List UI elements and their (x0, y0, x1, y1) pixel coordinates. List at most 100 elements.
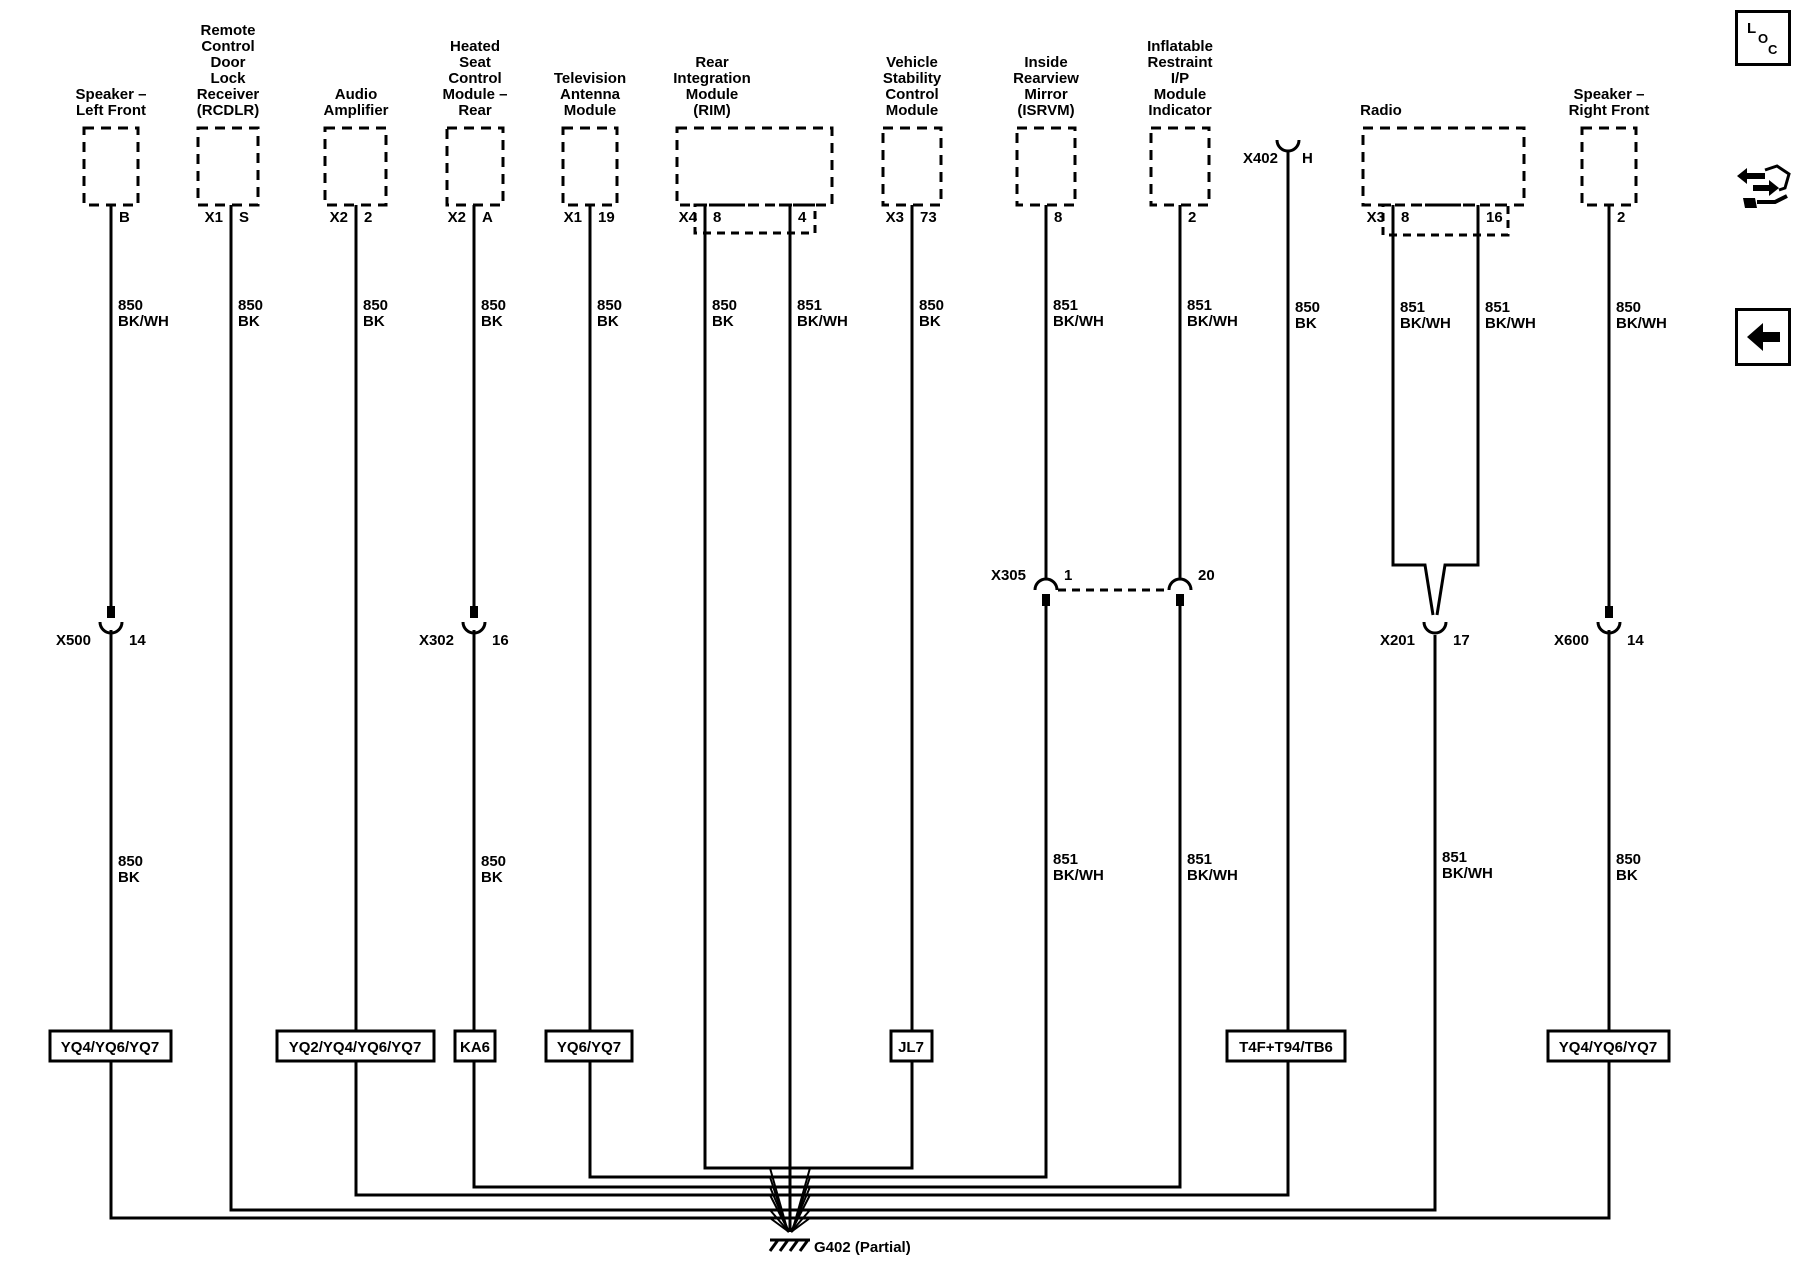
wire-rim-850[interactable] (703, 205, 790, 1170)
wire-speaker-right-front-lower[interactable] (790, 630, 1611, 1220)
wire-circuit-label-lower-4: 851 (1187, 851, 1212, 868)
wire-color-label-upper-14: BK/WH (1616, 315, 1667, 332)
component-box-isrvm[interactable] (1015, 126, 1077, 207)
wire-circuit-label-upper-8: 850 (919, 297, 944, 314)
component-label-rim-line-3[interactable]: Module (686, 86, 739, 103)
wire-irim-lower[interactable] (790, 598, 1182, 1189)
component-label-rcdlr-line-1[interactable]: Remote (200, 22, 255, 39)
component-label-hscm-line-2[interactable]: Seat (459, 54, 491, 71)
component-label-rim-line-4[interactable]: (RIM) (693, 102, 731, 119)
component-label-irim-line-4[interactable]: Module (1154, 86, 1207, 103)
component-label-isrvm-line-4[interactable]: (ISRVM) (1017, 102, 1074, 119)
wire-circuit-label-upper-6: 850 (712, 297, 737, 314)
wire-radio-8[interactable] (1391, 205, 1435, 616)
component-box-irim[interactable] (1149, 126, 1211, 207)
wire-circuit-label-upper-1: 850 (118, 297, 143, 314)
component-label-amp-line-2[interactable]: Amplifier (323, 102, 388, 119)
component-label-spk_rf-line-1[interactable]: Speaker – (1574, 86, 1645, 103)
component-label-rcdlr-line-2[interactable]: Control (201, 38, 254, 55)
location-view-button[interactable]: L O C (1735, 10, 1791, 66)
component-label-irim-line-5[interactable]: Indicator (1148, 102, 1212, 119)
connector-label-3: X2 (330, 209, 348, 226)
ground-splice-fan (769, 1167, 811, 1233)
component-box-speaker-left-front[interactable] (82, 126, 140, 207)
pin-label-12: 16 (1486, 209, 1503, 226)
component-box-rim[interactable] (675, 126, 834, 207)
wire-television-antenna[interactable] (588, 205, 790, 1179)
component-label-rim-line-2[interactable]: Integration (673, 70, 751, 87)
component-label-tam-line-2[interactable]: Antenna (560, 86, 621, 103)
connector-label-2: X1 (205, 209, 223, 226)
component-label-vscm-line-2[interactable]: Stability (883, 70, 942, 87)
wire-circuit-label-lower-2: 850 (481, 853, 506, 870)
component-box-rcdlr[interactable] (196, 126, 260, 207)
wire-circuit-label-upper-11: 850 (1295, 299, 1320, 316)
wire-audio-amplifier[interactable] (354, 205, 790, 1197)
option-label-1: YQ4/YQ6/YQ7 (61, 1039, 159, 1056)
component-box-radio[interactable] (1361, 126, 1526, 207)
component-box-audio-amplifier[interactable] (323, 126, 388, 207)
component-box-speaker-right-front[interactable] (1580, 126, 1638, 207)
component-label-irim-line-1[interactable]: Inflatable (1147, 38, 1213, 55)
component-label-hscm-line-3[interactable]: Control (448, 70, 501, 87)
component-label-isrvm-line-2[interactable]: Rearview (1013, 70, 1079, 87)
component-label-rcdlr-line-5[interactable]: Receiver (197, 86, 260, 103)
wire-isrvm-lower[interactable] (790, 598, 1048, 1179)
wire-heated-seat-lower[interactable] (472, 630, 790, 1189)
back-button[interactable] (1735, 308, 1791, 366)
pin-label-7: 4 (798, 209, 807, 226)
connector-label-11: X3 (1367, 209, 1385, 226)
wire-speaker-left-front-lower[interactable] (109, 630, 790, 1220)
plug-stub-x500 (107, 606, 115, 618)
inline-connector-label-1: X500 (56, 632, 91, 649)
pin-label-1: B (119, 209, 130, 226)
connector-x402-symbol (1275, 139, 1301, 153)
component-label-irim-line-2[interactable]: Restraint (1147, 54, 1212, 71)
pin-label-5: 19 (598, 209, 615, 226)
component-label-hscm-line-4[interactable]: Module – (442, 86, 507, 103)
wire-color-label-lower-1: BK (118, 869, 140, 886)
option-label-7: YQ4/YQ6/YQ7 (1559, 1039, 1657, 1056)
component-label-spk_lf-line-2[interactable]: Left Front (76, 102, 146, 119)
wire-color-label-upper-5: BK (597, 313, 619, 330)
back-arrow-icon (1747, 323, 1780, 351)
component-label-hscm-line-1[interactable]: Heated (450, 38, 500, 55)
inline-connector-label-2: X302 (419, 632, 454, 649)
connector-x302-symbol (461, 621, 487, 635)
component-label-vscm-line-1[interactable]: Vehicle (886, 54, 938, 71)
component-box-television-antenna-module[interactable] (561, 126, 619, 207)
inline-connector-label-6: X600 (1554, 632, 1589, 649)
inline-pin-label-4: 20 (1198, 567, 1215, 584)
component-label-spk_rf-line-2[interactable]: Right Front (1569, 102, 1650, 119)
wire-vscm[interactable] (790, 205, 914, 1170)
component-label-irim-line-3[interactable]: I/P (1171, 70, 1189, 87)
wire-radio-lower[interactable] (790, 635, 1437, 1212)
component-label-vscm-line-3[interactable]: Control (885, 86, 938, 103)
wire-color-label-upper-13: BK/WH (1485, 315, 1536, 332)
component-label-isrvm-line-3[interactable]: Mirror (1024, 86, 1068, 103)
component-box-vscm[interactable] (881, 126, 943, 207)
component-label-tam-line-1[interactable]: Television (554, 70, 626, 87)
component-label-rim-line-1[interactable]: Rear (695, 54, 729, 71)
component-label-spk_lf-line-1[interactable]: Speaker – (76, 86, 147, 103)
component-label-hscm-line-5[interactable]: Rear (458, 102, 492, 119)
wire-color-label-lower-5: BK/WH (1442, 865, 1493, 882)
component-label-vscm-line-4[interactable]: Module (886, 102, 939, 119)
component-label-rcdlr-line-6[interactable]: (RCDLR) (197, 102, 259, 119)
component-label-rcdlr-line-4[interactable]: Lock (210, 70, 246, 87)
wire-circuit-label-upper-7: 851 (797, 297, 822, 314)
component-label-rcdlr-line-3[interactable]: Door (211, 54, 246, 71)
connector-view-button[interactable] (1735, 158, 1791, 214)
wire-x402[interactable] (790, 152, 1290, 1197)
component-box-heated-seat-module[interactable] (445, 126, 505, 207)
component-label-isrvm-line-1[interactable]: Inside (1024, 54, 1067, 71)
option-box-7 (1546, 1029, 1671, 1063)
component-label-amp-line-1[interactable]: Audio (335, 86, 378, 103)
component-label-radio-line-1[interactable]: Radio (1360, 102, 1402, 119)
wire-rcdlr[interactable] (229, 205, 790, 1212)
wire-circuit-label-upper-12: 851 (1400, 299, 1425, 316)
component-label-tam-line-3[interactable]: Module (564, 102, 617, 119)
inline-pin-label-2: 16 (492, 632, 509, 649)
wire-radio-16[interactable] (1435, 205, 1480, 616)
wire-color-label-upper-2: BK (238, 313, 260, 330)
